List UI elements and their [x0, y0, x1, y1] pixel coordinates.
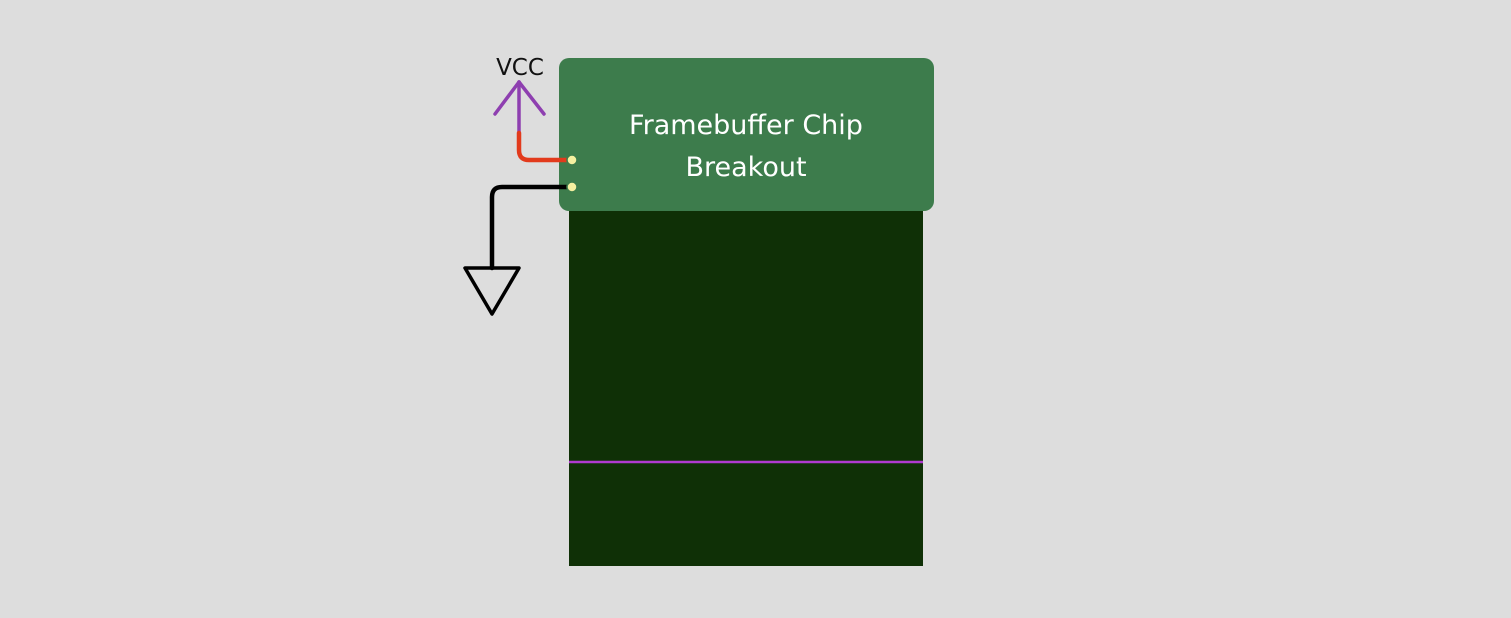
vcc-label: VCC	[496, 55, 544, 81]
ground-symbol-icon[interactable]	[463, 266, 521, 316]
gnd-wire[interactable]	[489, 184, 575, 271]
vcc-wire[interactable]	[516, 130, 575, 163]
chip-title-line1: Framebuffer Chip	[629, 110, 863, 141]
chip-header[interactable]	[559, 58, 934, 211]
chip-body[interactable]	[569, 200, 923, 566]
vcc-pin[interactable]	[566, 154, 578, 166]
chip-title-line2: Breakout	[685, 152, 806, 183]
vcc-arrow-icon[interactable]	[493, 80, 546, 135]
gnd-pin[interactable]	[566, 181, 578, 193]
